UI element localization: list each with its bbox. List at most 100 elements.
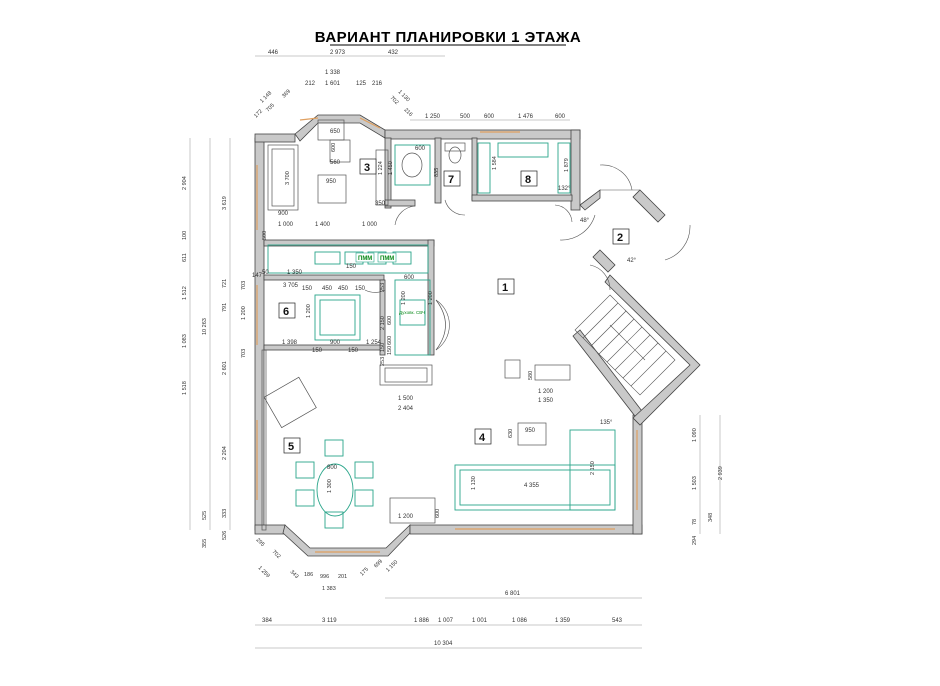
svg-text:1 200: 1 200 (538, 389, 554, 395)
svg-text:6 801: 6 801 (505, 591, 521, 597)
svg-text:78: 78 (692, 519, 698, 525)
svg-text:295: 295 (255, 537, 266, 548)
svg-text:3 619: 3 619 (222, 196, 228, 210)
svg-text:1 350: 1 350 (538, 398, 554, 404)
svg-text:2 150: 2 150 (590, 461, 596, 475)
svg-text:1 150: 1 150 (385, 559, 399, 573)
svg-text:791: 791 (222, 303, 228, 312)
svg-text:1 200: 1 200 (306, 304, 312, 318)
svg-text:600: 600 (404, 275, 415, 281)
svg-text:600: 600 (387, 336, 393, 345)
svg-text:800: 800 (327, 465, 338, 471)
svg-text:1 400: 1 400 (315, 222, 331, 228)
svg-text:600: 600 (331, 143, 337, 152)
svg-text:2 904: 2 904 (182, 176, 188, 190)
svg-text:600: 600 (555, 114, 566, 120)
svg-text:10 304: 10 304 (434, 641, 453, 647)
svg-text:543: 543 (612, 618, 623, 624)
svg-text:384: 384 (262, 618, 273, 624)
svg-text:3 700: 3 700 (285, 171, 291, 185)
right-dimensions: 1 090 1 503 2 939 348 78 294 (692, 428, 724, 545)
svg-text:1 254: 1 254 (366, 340, 382, 346)
svg-text:216: 216 (372, 81, 383, 87)
svg-text:1 000: 1 000 (362, 222, 378, 228)
svg-text:3 705: 3 705 (283, 283, 299, 289)
svg-text:1 476: 1 476 (518, 114, 534, 120)
svg-text:2 939: 2 939 (718, 466, 724, 480)
svg-text:1 000: 1 000 (278, 222, 294, 228)
svg-text:1 250: 1 250 (425, 114, 441, 120)
svg-text:186: 186 (304, 572, 313, 578)
room-numbers: 1 2 3 4 5 6 7 8 (278, 158, 630, 454)
staircase (574, 294, 676, 396)
svg-text:600: 600 (387, 316, 393, 325)
interior-dimensions: 650 600 560 950 3 700 900 1 224 1 450 60… (252, 129, 637, 520)
svg-text:2 973: 2 973 (330, 50, 346, 56)
top-dimensions: 446 2 973 432 1 338 212 1 601 125 216 1 … (253, 50, 566, 120)
svg-text:348: 348 (708, 513, 714, 522)
svg-text:702: 702 (389, 95, 400, 106)
svg-text:630: 630 (508, 429, 514, 438)
svg-text:580: 580 (528, 371, 534, 380)
svg-text:1 879: 1 879 (564, 158, 570, 172)
svg-text:100: 100 (182, 231, 188, 240)
room-3-furniture (267, 119, 429, 274)
svg-text:150: 150 (312, 348, 323, 354)
svg-text:432: 432 (388, 50, 399, 56)
plan-title: ВАРИАНТ ПЛАНИРОВКИ 1 ЭТАЖА (315, 29, 581, 46)
svg-text:2 204: 2 204 (222, 446, 228, 460)
svg-text:721: 721 (222, 279, 228, 288)
svg-text:150: 150 (302, 286, 313, 292)
svg-text:355: 355 (202, 539, 208, 548)
svg-text:1 584: 1 584 (492, 156, 498, 170)
appliance-labels: ПММ ПММ Духовк. СВЧ (355, 252, 425, 315)
svg-text:996: 996 (320, 574, 329, 580)
svg-text:172: 172 (253, 109, 264, 120)
svg-text:650: 650 (330, 129, 341, 135)
svg-text:699: 699 (373, 559, 384, 570)
hall-fixtures (435, 299, 446, 351)
svg-text:150: 150 (355, 286, 366, 292)
room-7-fixtures (394, 142, 466, 186)
svg-text:526: 526 (222, 531, 228, 540)
svg-text:253: 253 (380, 283, 386, 292)
dishwasher-label-1: ПММ (358, 256, 372, 262)
svg-text:446: 446 (268, 50, 279, 56)
svg-text:42°: 42° (627, 258, 637, 264)
svg-text:1 512: 1 512 (182, 286, 188, 300)
svg-text:150: 150 (387, 346, 393, 355)
svg-text:350: 350 (375, 201, 386, 207)
svg-text:500: 500 (460, 114, 471, 120)
svg-text:1 086: 1 086 (512, 618, 528, 624)
oven-label: Духовк. СВЧ (399, 310, 425, 315)
room-8-fixtures (477, 142, 571, 194)
svg-text:705: 705 (265, 103, 276, 114)
svg-text:1 601: 1 601 (325, 81, 341, 87)
svg-text:333: 333 (222, 509, 228, 518)
door-arcs (364, 199, 573, 351)
svg-text:950: 950 (326, 179, 337, 185)
svg-text:216: 216 (403, 107, 414, 118)
svg-text:900: 900 (330, 340, 341, 346)
room-number-1: 1 (502, 282, 508, 294)
windows (256, 117, 638, 553)
svg-text:600: 600 (435, 509, 441, 518)
svg-text:1 518: 1 518 (182, 381, 188, 395)
svg-text:1 090: 1 090 (692, 428, 698, 442)
svg-text:1 350: 1 350 (287, 270, 303, 276)
svg-text:1 130: 1 130 (471, 476, 477, 490)
svg-text:1 500: 1 500 (398, 396, 414, 402)
svg-text:132°: 132° (558, 186, 571, 192)
svg-text:611: 611 (182, 253, 188, 262)
svg-text:1 338: 1 338 (325, 70, 341, 76)
svg-text:253: 253 (380, 357, 386, 366)
svg-text:150: 150 (346, 264, 357, 270)
dishwasher-label-2: ПММ (380, 256, 394, 262)
room-number-4: 4 (479, 432, 486, 444)
svg-text:343: 343 (289, 569, 300, 580)
room-number-6: 6 (283, 306, 289, 318)
svg-text:369: 369 (281, 89, 292, 100)
svg-text:1 450: 1 450 (388, 161, 394, 175)
svg-text:500: 500 (262, 231, 268, 240)
